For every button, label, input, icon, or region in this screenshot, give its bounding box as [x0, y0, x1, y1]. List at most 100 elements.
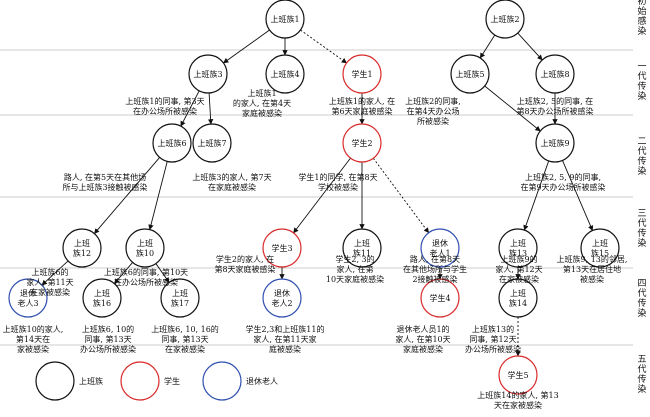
node-circle: [580, 228, 620, 268]
node-circle: [498, 228, 538, 268]
node-label: 上班族13: [509, 238, 527, 258]
node-o11: 上班族11: [342, 228, 382, 268]
annotation-a-s1: 上班族1的家人, 在第6天家庭被感染: [329, 96, 395, 116]
node-circle: [262, 228, 302, 268]
node-o16: 上班族16: [82, 278, 122, 318]
node-label: 上班族4: [270, 69, 299, 79]
node-circle: [450, 54, 490, 94]
node-o13: 上班族13: [498, 228, 538, 268]
node-o2: 上班族2: [485, 0, 525, 39]
annotation-a-o14b: 上班族13的同事, 第12天办公场所被感染: [465, 324, 521, 354]
edge-o9-o15: [562, 160, 594, 232]
legend-label: 学生: [164, 376, 180, 386]
node-o5: 上班族5: [450, 54, 490, 94]
edge-o2-o8: [517, 32, 543, 61]
node-label: 上班族7: [197, 138, 226, 148]
node-label: 上班族9: [540, 138, 569, 148]
annotation-a-o12: 路人, 在第5天在其他场所与上班族3接触被感染: [62, 172, 147, 192]
edge-o3-o6: [180, 90, 200, 127]
annotation-a-r3: 上班族6的家人, 第11天在家被感染: [26, 267, 73, 297]
node-circle: [498, 355, 538, 395]
node-label: 退休老人3: [17, 288, 38, 308]
node-r3: 退休老人3: [8, 278, 48, 318]
edges-layer: [41, 29, 594, 357]
legend-item-student: 学生: [120, 361, 180, 401]
generation-dividers: [0, 49, 633, 346]
node-label: 上班族1: [270, 14, 299, 24]
node-o15: 上班族15: [580, 228, 620, 268]
node-s3: 学生3: [262, 228, 302, 268]
generation-label: 三代传染: [637, 209, 646, 249]
node-circle: [342, 228, 382, 268]
node-circle: [498, 278, 538, 318]
legend-swatch: [202, 361, 242, 401]
node-circle: [265, 54, 305, 94]
node-label: 学生4: [429, 293, 450, 303]
generation-label: 四代传染: [637, 279, 646, 319]
node-s4: 学生4: [420, 278, 460, 318]
edge-o10-o17: [155, 263, 170, 283]
legend-item-retiree: 退休老人: [202, 361, 278, 401]
node-circle: [262, 278, 302, 318]
node-circle: [342, 123, 382, 163]
annotation-a-o3: 上班族1的同事, 第3天在办公场所被感染: [125, 96, 204, 116]
node-circle: [62, 228, 102, 268]
node-circle: [420, 278, 460, 318]
node-circle: [420, 228, 460, 268]
edge-o1-o3: [223, 29, 270, 64]
node-o14: 上班族14: [498, 278, 538, 318]
node-o1: 上班族1: [265, 0, 305, 39]
nodes-layer: 上班族1 上班族2 上班族3 上班族4 学生1 上班族5 上班族8 上班族6 上班族7 学生2 上班…: [8, 0, 620, 395]
legend-swatch: [120, 361, 160, 401]
node-label: 上班族2: [490, 14, 519, 24]
node-circle: [82, 278, 122, 318]
edge-o1-s1: [300, 29, 347, 64]
edge-o6-o10: [148, 161, 168, 231]
legend: 上班族 学生 退休老人: [35, 361, 278, 401]
annotation-a-o16b: 上班族6, 10的同事, 第13天办公场所被感染: [80, 324, 136, 354]
node-label: 学生1: [351, 69, 372, 79]
node-circle: [485, 0, 525, 39]
annotation-a-o9: 上班族2, 5的同事, 在第8天办公场所被感染: [516, 96, 593, 116]
node-s2: 学生2: [342, 123, 382, 163]
node-label: 退休老人1: [429, 238, 450, 258]
annotation-a-o15: 上班族9, 13的邻居,第13天在居住地被感染: [557, 254, 628, 284]
node-circle: [152, 123, 192, 163]
node-label: 上班族3: [193, 69, 222, 79]
node-circle: [535, 54, 575, 94]
node-circle: [265, 0, 305, 39]
node-r1: 退休老人1: [420, 228, 460, 268]
node-o10: 上班族10: [125, 228, 165, 268]
node-r2: 退休老人2: [262, 278, 302, 318]
legend-item-office: 上班族: [35, 361, 103, 401]
node-label: 上班族12: [73, 238, 91, 258]
node-o6: 上班族6: [152, 123, 192, 163]
annotation-a-r3b: 上班族10的家人,第14天在家被感染: [3, 324, 64, 354]
annotation-a-o5: 上班族2的同事,在第4天办公场所被感染: [405, 96, 461, 126]
annotation-a-o14: 上班族9的家人, 第12天在家被感染: [495, 254, 542, 284]
node-o8: 上班族8: [535, 54, 575, 94]
annotation-a-r2: 学生2的家人, 在第8天家庭被感染: [214, 254, 275, 274]
node-label: 上班族17: [171, 288, 189, 308]
node-label: 学生5: [507, 370, 528, 380]
node-circle: [188, 54, 228, 94]
node-label: 上班族11: [353, 238, 371, 258]
edge-o6-o12: [94, 157, 160, 234]
node-o12: 上班族12: [62, 228, 102, 268]
generation-label: 五代传染: [637, 355, 646, 395]
edge-s2-r1: [372, 157, 430, 234]
node-label: 上班族15: [591, 238, 609, 258]
edge-o2-o5: [479, 34, 496, 59]
node-circle: [192, 123, 232, 163]
node-label: 学生2: [351, 138, 372, 148]
edge-o12-r3: [41, 260, 69, 286]
legend-swatch: [35, 361, 75, 401]
node-s5: 学生5: [498, 355, 538, 395]
node-o7: 上班族7: [192, 123, 232, 163]
edge-o5-o9: [484, 85, 541, 132]
